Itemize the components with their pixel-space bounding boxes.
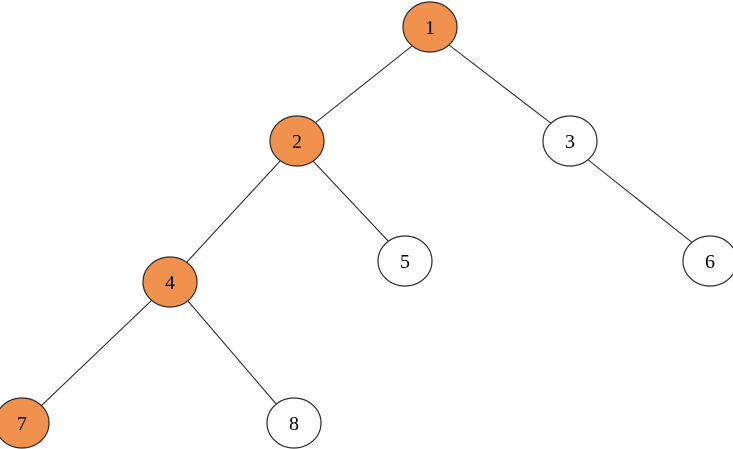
- tree-node-1[interactable]: 1: [402, 1, 458, 53]
- edge-2-to-4: [185, 159, 282, 264]
- node-circle-5[interactable]: [377, 235, 433, 287]
- edge-4-to-8: [187, 300, 278, 406]
- node-label-4: 4: [165, 272, 175, 294]
- tree-node-5[interactable]: 5: [377, 235, 433, 287]
- edge-2-to-5: [312, 160, 391, 244]
- node-label-8: 8: [289, 413, 299, 435]
- edge-4-to-7: [40, 299, 153, 407]
- node-label-7: 7: [17, 413, 27, 435]
- tree-node-7[interactable]: 7: [0, 397, 50, 449]
- node-label-3: 3: [565, 131, 575, 153]
- node-circle-2[interactable]: [269, 115, 325, 167]
- tree-node-8[interactable]: 8: [266, 397, 322, 449]
- node-label-1: 1: [425, 17, 435, 39]
- node-circle-6[interactable]: [682, 235, 733, 287]
- tree-node-4[interactable]: 4: [142, 256, 198, 308]
- tree-node-6[interactable]: 6: [682, 235, 733, 287]
- tree-node-2[interactable]: 2: [269, 115, 325, 167]
- edge-layer: [40, 44, 695, 407]
- node-circle-1[interactable]: [402, 1, 458, 53]
- node-circle-8[interactable]: [266, 397, 322, 449]
- edge-1-to-3: [448, 44, 553, 125]
- node-label-5: 5: [400, 251, 410, 273]
- node-label-2: 2: [292, 131, 302, 153]
- tree-node-3[interactable]: 3: [542, 115, 598, 167]
- node-circle-7[interactable]: [0, 397, 50, 449]
- node-label-6: 6: [705, 251, 715, 273]
- edge-3-to-6: [586, 158, 695, 245]
- edge-1-to-2: [314, 45, 413, 124]
- node-circle-3[interactable]: [542, 115, 598, 167]
- node-circle-4[interactable]: [142, 256, 198, 308]
